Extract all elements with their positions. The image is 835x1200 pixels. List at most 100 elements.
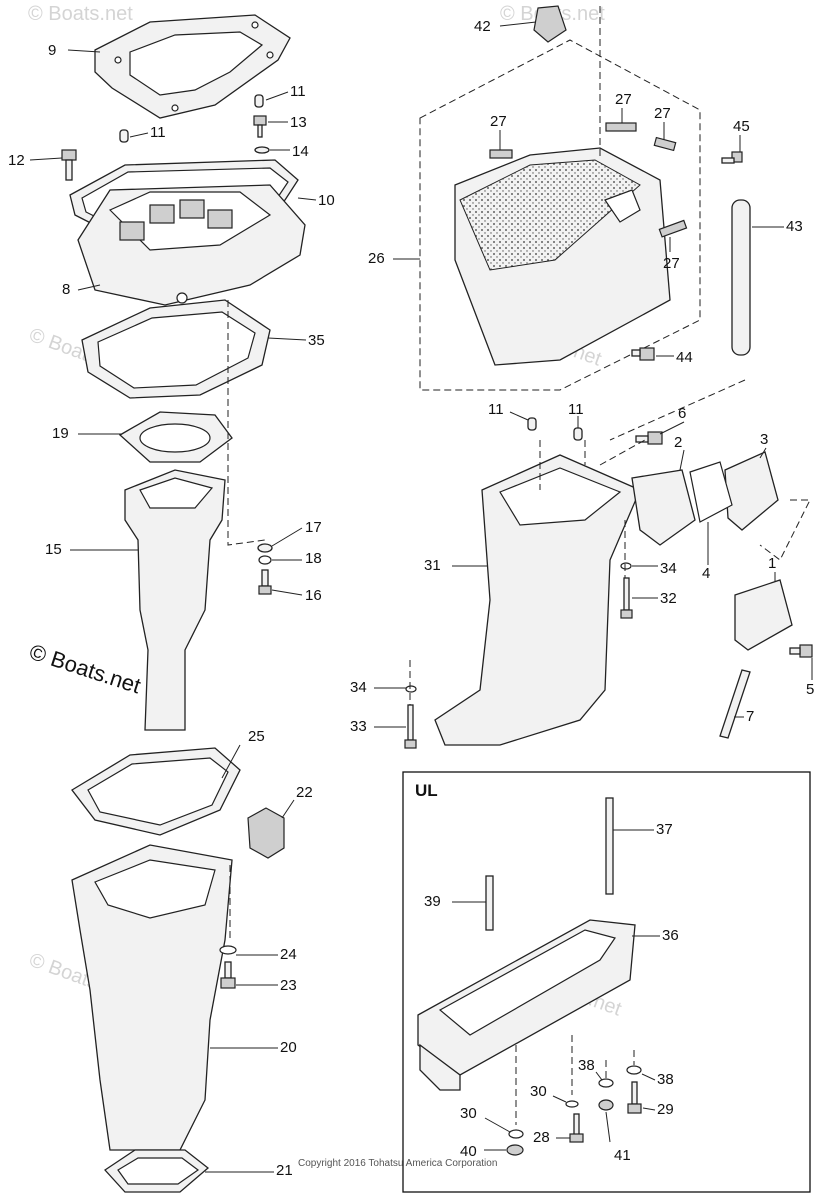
callout-label-c28: 28 (533, 1129, 550, 1146)
inset-frame-ul (402, 771, 811, 1193)
part-2-pump-body (631, 469, 696, 546)
part-13-bolt (253, 115, 267, 138)
callout-label-c44: 44 (676, 349, 693, 366)
part-29-bolt (627, 1081, 642, 1114)
callout-label-c32: 32 (660, 590, 677, 607)
callout-label-c40: 40 (460, 1143, 477, 1160)
callout-label-c23: 23 (280, 977, 297, 994)
callout-label-c14: 14 (292, 143, 309, 160)
callout-leader-line (221, 744, 241, 779)
callout-label-c33: 33 (350, 718, 367, 735)
part-24-washer (219, 945, 237, 955)
callout-leader-line (297, 197, 317, 201)
callout-label-c11b: 11 (150, 124, 166, 141)
part-44-screw (631, 347, 655, 361)
callout-label-c42: 42 (474, 18, 491, 35)
callout-label-c22: 22 (296, 784, 313, 801)
part-15-exhaust-pipe (124, 469, 226, 731)
callout-label-c38a: 38 (578, 1057, 595, 1074)
part-6-fitting (635, 431, 663, 445)
part-20-extension-case (71, 844, 233, 1151)
callout-label-c34a: 34 (660, 560, 677, 577)
callout-label-c18: 18 (305, 550, 322, 567)
part-27-damper (658, 219, 688, 238)
callout-label-c6: 6 (678, 405, 686, 422)
part-5-bolt (789, 644, 813, 658)
callout-leader-line (759, 447, 767, 459)
part-1-plate (734, 579, 793, 651)
part-34-washer (405, 685, 417, 693)
part-36-spacer (417, 919, 636, 1091)
part-45-screw (721, 151, 743, 164)
callout-label-c10: 10 (318, 192, 335, 209)
callout-label-c38b: 38 (657, 1071, 674, 1088)
part-43-tube (731, 199, 751, 356)
callout-label-c41: 41 (614, 1147, 631, 1164)
callout-leader-line (265, 91, 289, 101)
callout-leader-line (552, 1095, 567, 1103)
part-11-pin (527, 417, 537, 431)
callout-label-c37: 37 (656, 821, 673, 838)
callout-leader-line (595, 1071, 603, 1081)
callout-leader-line (605, 1111, 611, 1143)
callout-label-c17: 17 (305, 519, 322, 536)
inset-label: UL (415, 781, 438, 800)
part-27-damper (653, 136, 677, 152)
part-28-bolt (569, 1113, 584, 1143)
part-38-washer (626, 1065, 642, 1075)
part-39-stud (485, 875, 494, 931)
watermark-main: © Boats.net (26, 639, 143, 698)
part-3-cover (724, 451, 779, 531)
callout-label-c30a: 30 (530, 1083, 547, 1100)
callout-leader-line (659, 421, 685, 435)
callout-label-c13: 13 (290, 114, 307, 131)
callout-label-c1: 1 (768, 555, 776, 572)
callout-leader-line (77, 284, 101, 291)
callout-leader-line (271, 527, 303, 547)
callout-label-c11a: 11 (290, 83, 306, 100)
part-7-anode (719, 669, 751, 739)
callout-label-c3: 3 (760, 431, 768, 448)
part-32-bolt (620, 577, 633, 619)
callout-label-c20: 20 (280, 1039, 297, 1056)
callout-label-c2: 2 (674, 434, 682, 451)
callout-label-c15: 15 (45, 541, 62, 558)
callout-label-c16: 16 (305, 587, 322, 604)
callout-label-c43: 43 (786, 218, 803, 235)
callout-leader-line (67, 49, 101, 53)
part-22-rubber (247, 807, 285, 859)
part-11-pin (119, 129, 129, 143)
callout-leader-line (679, 449, 685, 471)
callout-label-c11c: 11 (488, 401, 504, 418)
callout-leader-line (281, 799, 295, 819)
callout-label-c29: 29 (657, 1101, 674, 1118)
callout-label-c5: 5 (806, 681, 814, 698)
part-8-adapter (77, 184, 306, 306)
callout-label-c35: 35 (308, 332, 325, 349)
part-26-lower-cover (454, 147, 671, 366)
callout-label-c31: 31 (424, 557, 441, 574)
cover-group-dashed-outline (419, 39, 701, 391)
part-14-washer (254, 146, 270, 154)
callout-leader-line (509, 411, 529, 421)
callout-label-c27c: 27 (654, 105, 671, 122)
callout-label-c27b: 27 (615, 91, 632, 108)
part-27-damper (605, 122, 637, 132)
callout-leader-line (29, 157, 63, 161)
part-16-bolt (258, 569, 272, 595)
callout-label-c12: 12 (8, 152, 25, 169)
callout-label-c19: 19 (52, 425, 69, 442)
part-30-washer (508, 1129, 524, 1139)
callout-label-c21: 21 (276, 1162, 293, 1179)
part-31-lower-case (434, 454, 641, 746)
callout-label-c26: 26 (368, 250, 385, 267)
part-41-nut (598, 1099, 614, 1111)
callout-leader-line (641, 1073, 656, 1081)
part-9-gasket (94, 14, 291, 119)
callout-label-c11d: 11 (568, 401, 584, 418)
part-40-nut (506, 1144, 524, 1156)
callout-label-c4: 4 (702, 565, 710, 582)
callout-label-c25: 25 (248, 728, 265, 745)
copyright-notice: Copyright 2016 Tohatsu America Corporati… (298, 1158, 497, 1169)
